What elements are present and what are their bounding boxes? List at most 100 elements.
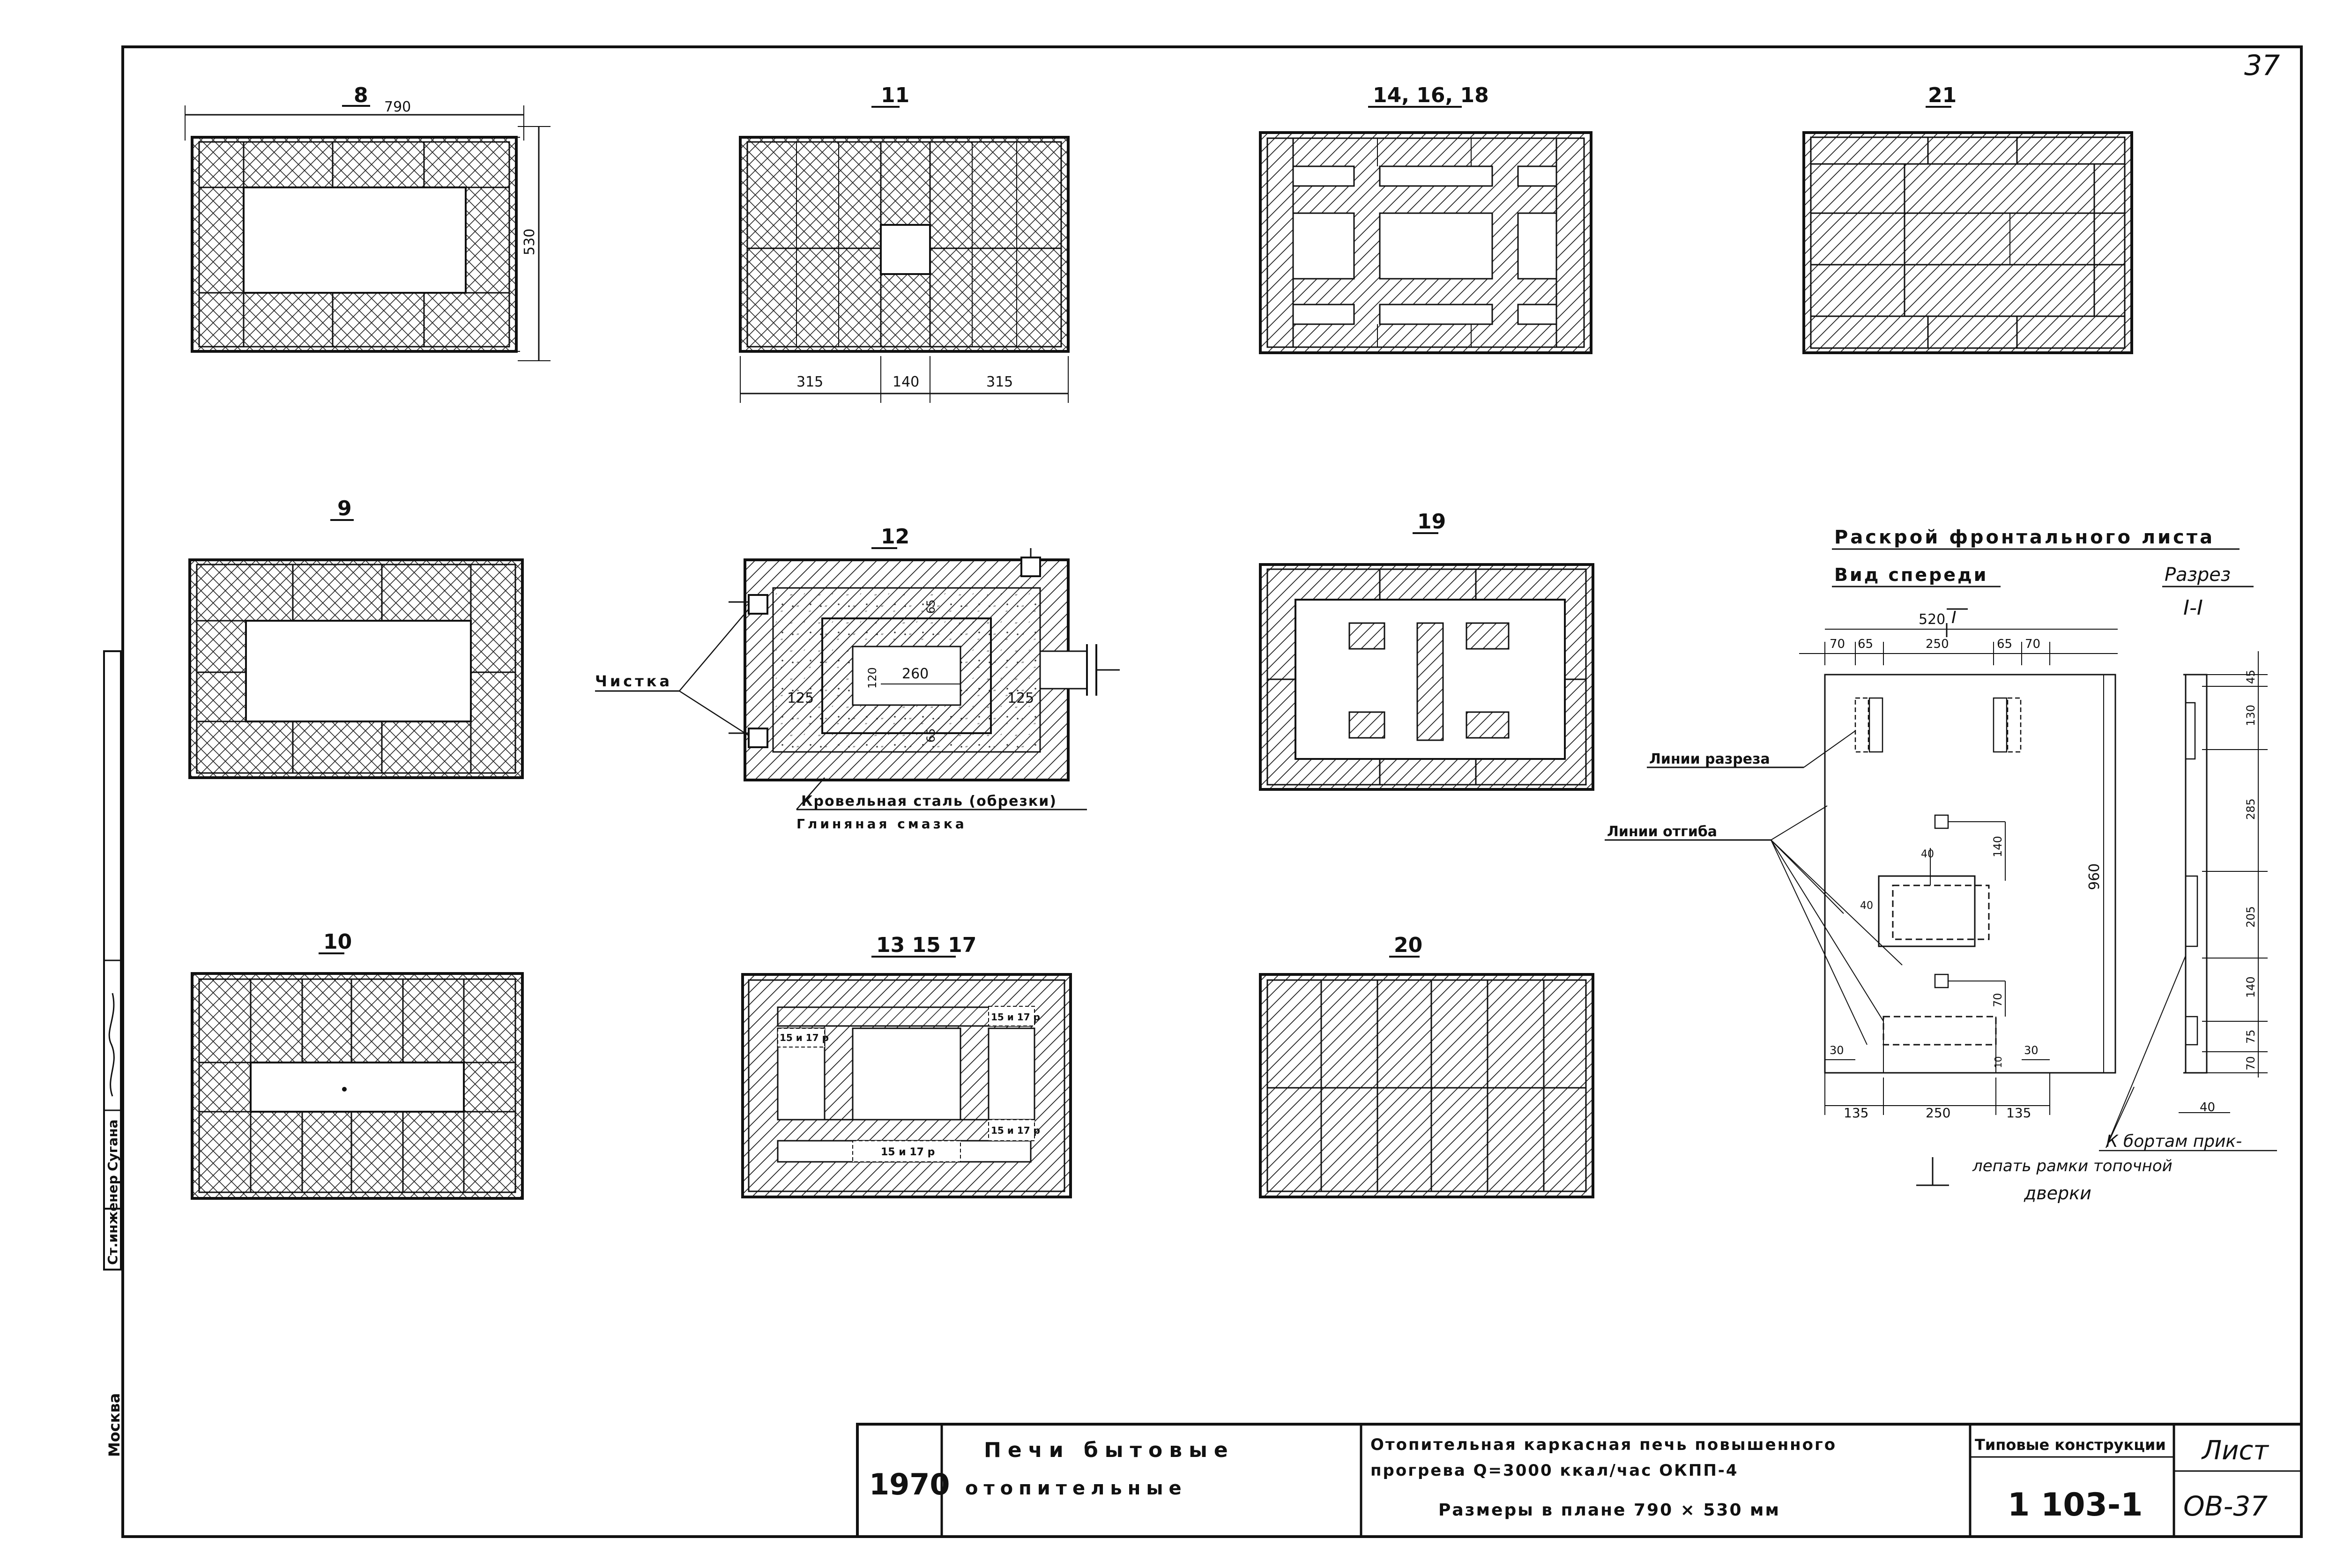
front-dim-bottom-1: 135	[1844, 1105, 1868, 1121]
course-12-dim-f: 65	[924, 728, 938, 743]
front-dim-inner-7: 10	[1993, 1056, 2004, 1068]
section-view: 45 130 285 205 140 75 70 40	[2179, 651, 2268, 1115]
front-sheet-cutting: Раскрой фронтального листа Вид спереди Р…	[1605, 527, 2277, 1204]
front-sheet-outline	[1824, 674, 2116, 1074]
front-dim-inner-4: 70	[1991, 993, 2004, 1007]
course-11-dim-left: 315	[796, 374, 823, 390]
margin-role: Ст.инженер	[105, 1175, 120, 1265]
course-19: 19	[1259, 510, 1594, 791]
section-dim-5: 140	[2244, 976, 2257, 998]
front-dim-inner-6: 30	[2024, 1044, 2039, 1057]
course-9-label: 9	[337, 497, 352, 520]
course-14-label: 14, 16, 18	[1373, 83, 1489, 107]
note-line-1: К бортам прик-	[2106, 1132, 2242, 1151]
course-11-dim-right: 315	[986, 374, 1013, 390]
cut-line-label: Линии разреза	[1649, 751, 1770, 767]
course-13-15-17: 13 15 17 15 и 17 р 15 и 17 р 15 и 17 р 1…	[741, 933, 1072, 1198]
front-dim-bottom-2: 250	[1926, 1105, 1950, 1121]
course-11: 11 315 140 315	[739, 83, 1070, 403]
section-label: Разрез	[2165, 564, 2231, 586]
title-group-2: отопительные	[965, 1478, 1187, 1499]
margin-city: Москва	[105, 1393, 123, 1457]
course-12-label: 12	[881, 525, 909, 549]
title-sheet-label: Лист	[2201, 1435, 2269, 1466]
front-width: 520	[1919, 611, 1945, 628]
front-dim-inner-2: 40	[1921, 848, 1934, 860]
course-13-mark-2: 15 и 17 р	[991, 1011, 1040, 1023]
title-desc-1: Отопительная каркасная печь повышенного	[1370, 1435, 1837, 1454]
section-dim-7: 70	[2244, 1056, 2257, 1070]
course-12-dim-d: 125	[1007, 690, 1034, 706]
section-dim-3: 285	[2244, 798, 2257, 820]
course-20-label: 20	[1394, 933, 1422, 957]
course-14-16-18: 14, 16, 18	[1259, 83, 1592, 354]
title-year: 1970	[869, 1467, 950, 1501]
front-dim-top-3: 250	[1926, 637, 1949, 651]
course-21-label: 21	[1928, 83, 1957, 107]
cleaning-bracket-top	[748, 594, 768, 615]
course-12-dim-b: 120	[866, 667, 879, 689]
course-12: 12 260 120 125 125 65 65 Чистка Кровельн…	[595, 525, 1120, 832]
section-mark: I-I	[2183, 596, 2203, 620]
course-12-dim-e: 65	[924, 599, 938, 614]
front-dim-inner-1: 140	[1991, 836, 2004, 857]
course-10-label: 10	[323, 930, 352, 954]
front-dim-bottom-3: 135	[2006, 1105, 2031, 1121]
flue-pipe	[1039, 650, 1088, 690]
section-tag: I	[1951, 608, 1957, 627]
signature-scribble	[108, 993, 115, 1097]
title-block: 1970 Печи бытовые отопительные Отопитель…	[856, 1423, 2303, 1538]
bend-line-label: Линии отгиба	[1607, 824, 1717, 840]
course-20: 20	[1259, 933, 1594, 1198]
page-number: 37	[2244, 49, 2280, 82]
course-11-dim-center: 140	[893, 374, 919, 390]
front-dim-top-5: 70	[2025, 637, 2040, 651]
bottom-tab	[1883, 1016, 1997, 1046]
title-sheet-number: ОВ-37	[2183, 1490, 2268, 1522]
callout-cleaning: Чистка	[595, 672, 672, 690]
margin-name: Сугана	[105, 1119, 120, 1171]
section-dim-1: 45	[2244, 669, 2257, 684]
title-series-label: Типовые конструкции	[1975, 1436, 2166, 1454]
note-line-3: дверки	[2024, 1183, 2091, 1204]
course-8-width: 790	[384, 99, 411, 115]
front-dim-inner-5: 30	[1830, 1044, 1844, 1057]
course-13-mark-4: 15 и 17 р	[881, 1146, 935, 1158]
front-dim-top-4: 65	[1997, 637, 2012, 651]
note-line-2: лепать рамки топочной	[1972, 1157, 2173, 1175]
front-dim-top-1: 70	[1830, 637, 1845, 651]
course-13-label: 13 15 17	[876, 933, 976, 957]
title-desc-2: прогрева Q=3000 ккал/час ОКПП-4	[1370, 1461, 1739, 1480]
course-12-dim-a: 260	[902, 666, 929, 682]
front-sheet-title: Раскрой фронтального листа	[1834, 527, 2215, 548]
section-dim-4: 205	[2244, 906, 2257, 928]
course-12-dim-c: 125	[787, 690, 814, 706]
course-13-mark-3: 15 и 17 р	[991, 1125, 1040, 1136]
left-margin-strip: Ст.инженер Сугана Москва	[103, 650, 123, 1457]
course-10: 10	[191, 930, 524, 1200]
title-series-number: 1 103-1	[2008, 1486, 2143, 1523]
course-8: 8 790 530	[185, 83, 551, 361]
course-19-label: 19	[1417, 510, 1446, 534]
front-dim-top-2: 65	[1858, 637, 1873, 651]
firebox-opening	[1878, 875, 1976, 947]
front-height: 960	[2086, 863, 2103, 890]
course-13-mark-1: 15 и 17 р	[780, 1032, 829, 1043]
front-view-label: Вид спереди	[1834, 565, 1988, 585]
front-dim-inner-3: 40	[1860, 900, 1873, 912]
course-8-height: 530	[521, 229, 538, 255]
course-8-label: 8	[354, 83, 368, 107]
course-9: 9	[188, 497, 524, 779]
section-dim-6: 75	[2244, 1029, 2257, 1044]
section-bottom-dim: 40	[2200, 1100, 2215, 1115]
cleaning-bracket-bottom	[748, 728, 768, 748]
course-11-label: 11	[881, 83, 909, 107]
course-21: 21	[1802, 83, 2133, 354]
title-desc-3: Размеры в плане 790 × 530 мм	[1438, 1501, 1780, 1520]
callout-clay: Глиняная смазка	[796, 816, 967, 832]
title-group-1: Печи бытовые	[984, 1438, 1235, 1462]
section-dim-2: 130	[2244, 705, 2257, 726]
callout-roof-steel: Кровельная сталь (обрезки)	[801, 793, 1057, 810]
